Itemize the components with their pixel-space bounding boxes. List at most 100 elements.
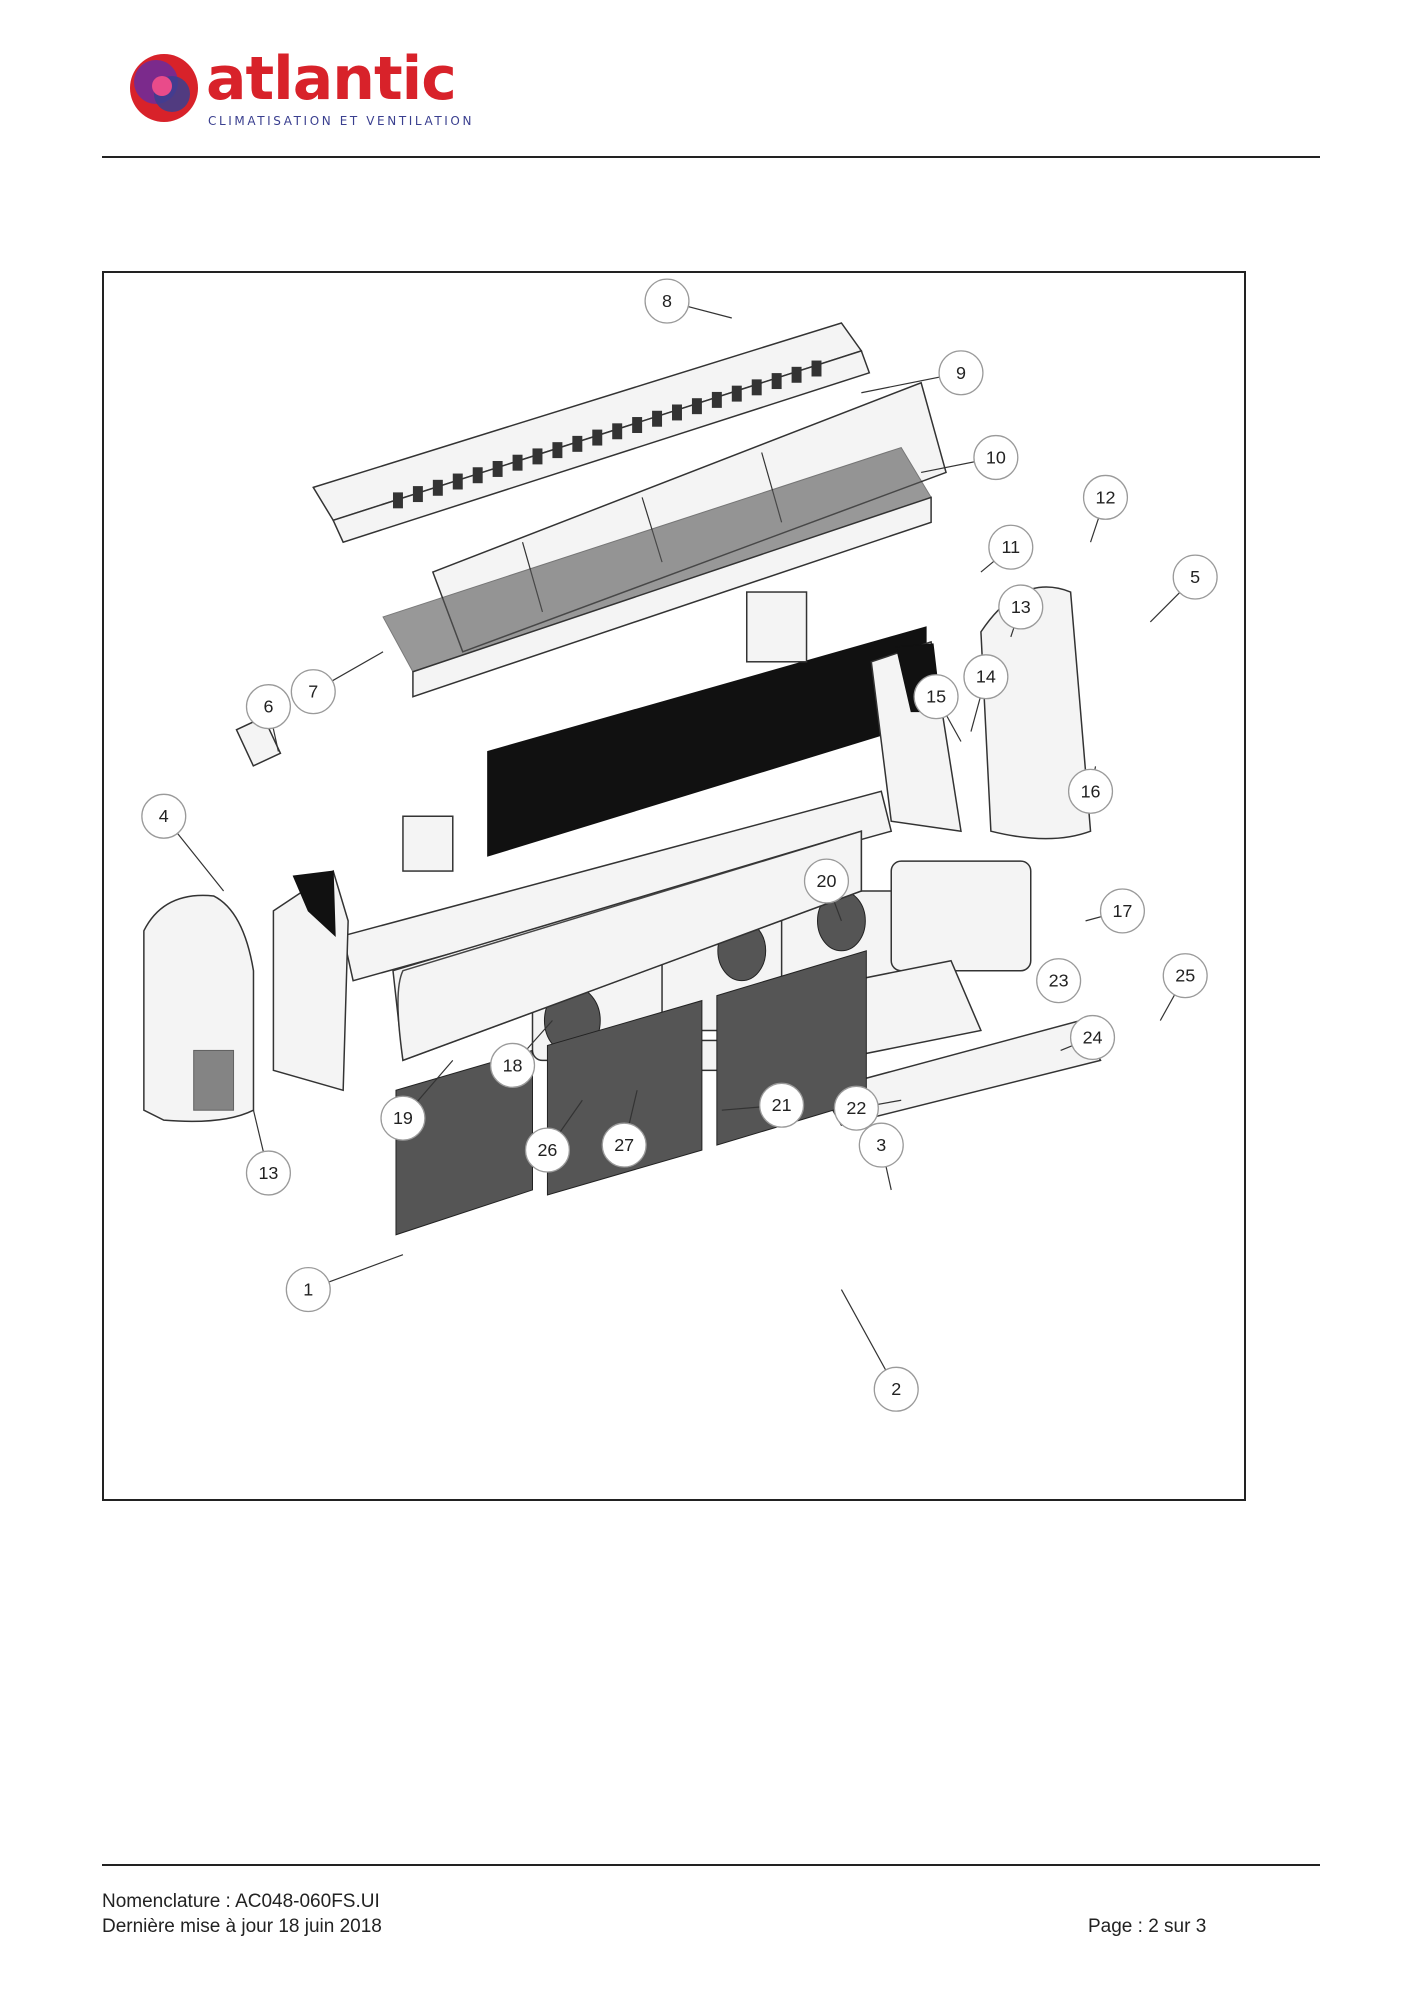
callout-25: 25 (1162, 953, 1208, 999)
callout-circle (963, 654, 1009, 700)
callout-number: 18 (503, 1055, 523, 1075)
footer-rule (102, 1864, 1320, 1866)
louver-blade (472, 467, 483, 484)
callout-number: 14 (976, 667, 996, 687)
louver-blade (791, 366, 802, 383)
callout-20: 20 (803, 858, 850, 904)
header-rule (102, 156, 1320, 158)
louver-blade (512, 454, 523, 471)
callout-26: 26 (524, 1127, 571, 1173)
callout-circle (524, 1127, 571, 1173)
callout-number: 11 (1002, 537, 1021, 557)
callout-number: 5 (1190, 567, 1200, 587)
footer-nomenclature: Nomenclature : AC048-060FS.UI (102, 1891, 380, 1912)
front-panel (392, 830, 863, 1062)
callout-number: 16 (1081, 781, 1101, 801)
top-grille (312, 322, 871, 544)
air-filters (395, 950, 867, 1236)
louver-blade (632, 417, 643, 433)
callout-10: 10 (973, 434, 1019, 481)
callout-circle (285, 1267, 331, 1313)
callout-number: 12 (1096, 487, 1116, 507)
callout-circle (833, 1085, 879, 1131)
callout-number: 23 (1049, 971, 1069, 991)
footer-update-date: Dernière mise à jour 18 juin 2018 (102, 1916, 382, 1937)
callout-circle (1099, 888, 1145, 934)
callout-22: 22 (833, 1085, 879, 1131)
callout-4: 4 (141, 793, 187, 839)
callout-1: 1 (285, 1267, 331, 1313)
louver-blade (412, 486, 423, 503)
callout-circle (873, 1366, 919, 1412)
louver-blade (612, 423, 623, 440)
callout-number: 20 (816, 871, 836, 891)
louver-blade (711, 391, 722, 408)
callout-number: 24 (1083, 1027, 1103, 1047)
callout-circle (290, 669, 336, 715)
heat-exchanger (382, 446, 932, 698)
callout-6: 6 (245, 684, 291, 730)
callout-number: 3 (876, 1135, 886, 1155)
callout-24: 24 (1069, 1014, 1116, 1061)
callout-number: 8 (662, 291, 672, 311)
callout-18: 18 (489, 1042, 536, 1088)
callout-circle (1036, 958, 1082, 1004)
louver-blade (392, 492, 403, 509)
footer-page-number: Page : 2 sur 3 (1088, 1916, 1207, 1937)
callout-16: 16 (1067, 768, 1114, 814)
louver-blade (432, 479, 443, 496)
louver-blade (731, 385, 742, 402)
callout-circle (489, 1042, 536, 1088)
callout-7: 7 (290, 669, 336, 715)
callout-number: 25 (1175, 966, 1195, 986)
brand-name: atlantic (206, 44, 457, 114)
callout-circle (601, 1122, 647, 1168)
callout-12: 12 (1082, 474, 1129, 520)
callout-number: 26 (537, 1140, 557, 1160)
louver-blade (672, 404, 682, 421)
callout-number: 4 (159, 806, 169, 826)
callout-number: 1 (303, 1280, 313, 1300)
louver-blade (691, 398, 702, 415)
callout-13: 13 (998, 584, 1044, 630)
callout-number: 13 (258, 1163, 278, 1183)
callout-circle (858, 1122, 904, 1168)
callout-circle (803, 858, 850, 904)
callout-circle (998, 584, 1044, 630)
callout-21: 21 (759, 1082, 805, 1128)
callout-circle (759, 1082, 805, 1128)
callout-number: 27 (614, 1135, 634, 1155)
callout-number: 6 (263, 697, 273, 717)
callout-circle (973, 434, 1019, 481)
right-side-plate (870, 586, 1092, 840)
louver-blade (532, 448, 543, 465)
callout-11: 11 (988, 524, 1034, 570)
callout-circle (1162, 953, 1208, 999)
left-side-cover (143, 894, 255, 1123)
callout-circle (1069, 1014, 1116, 1061)
brand-tagline: CLIMATISATION ET VENTILATION (208, 114, 475, 128)
callout-19: 19 (380, 1095, 426, 1141)
callout-circle (644, 278, 690, 324)
callout-number: 13 (1011, 597, 1031, 617)
callout-number: 2 (891, 1379, 901, 1399)
callout-number: 21 (772, 1095, 792, 1115)
louver-blade (811, 360, 822, 377)
left-side-plate (272, 869, 349, 1092)
louver-blade (652, 410, 663, 427)
callout-circle (938, 350, 984, 396)
callout-13: 13 (245, 1150, 291, 1196)
callout-circle (1082, 474, 1129, 520)
callout-15: 15 (913, 674, 959, 720)
callout-number: 19 (393, 1108, 413, 1128)
callout-circle (245, 684, 291, 730)
callout-3: 3 (858, 1122, 904, 1168)
callout-number: 10 (986, 448, 1006, 468)
callout-circle (988, 524, 1034, 570)
callout-9: 9 (938, 350, 984, 396)
louver-blade (771, 373, 782, 390)
louver-blade (592, 429, 603, 446)
